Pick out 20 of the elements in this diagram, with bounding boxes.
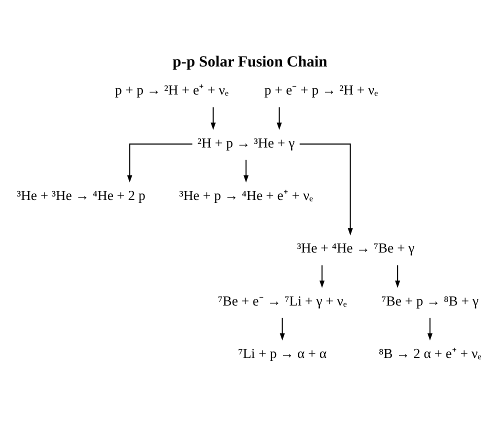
node-text: p + e⁻ + p → ²H + νₑ (264, 82, 378, 98)
arrow (276, 106, 282, 130)
arrow (126, 143, 192, 182)
node-text: ²H + p → ³He + γ (196, 134, 294, 150)
node-text: ⁷Li + p → α + α (238, 346, 326, 361)
arrow (394, 264, 400, 288)
arrow (426, 317, 432, 340)
arrow (299, 143, 352, 235)
arrow (319, 264, 324, 288)
arrow (279, 317, 284, 340)
arrow (243, 159, 248, 182)
node-text: ⁷Be + e⁻ → ⁷Li + γ + νₑ (217, 292, 346, 308)
node-text: ⁸B → 2 α + e⁺ + νₑ (378, 346, 481, 361)
node-text: ³He + ⁴He → ⁷Be + γ (296, 240, 414, 256)
arrow (210, 106, 216, 130)
node-text: ⁷Be + p → ⁸B + γ (380, 292, 478, 308)
diagram-title: p-p Solar Fusion Chain (172, 53, 327, 70)
node-text: ³He + p → ⁴He + e⁺ + νₑ (178, 188, 312, 203)
node-text: p + p → ²H + e⁺ + νₑ (114, 82, 228, 98)
node-text: ³He + ³He → ⁴He + 2 p (16, 188, 145, 203)
